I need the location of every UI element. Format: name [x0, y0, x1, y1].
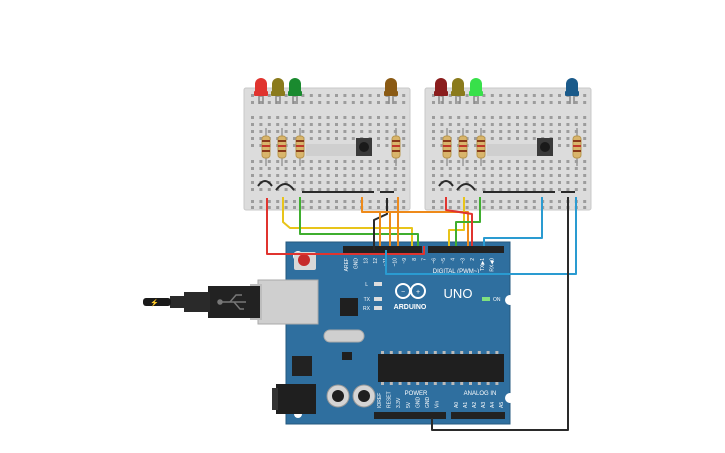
svg-text:−: − [401, 289, 405, 296]
red-wire [266, 198, 425, 255]
pin-label: GND [354, 258, 360, 270]
pin-label: 5V [406, 401, 412, 408]
brand-label: ARDUINO [394, 304, 427, 311]
atmega-chip [378, 354, 504, 382]
right-board-components [438, 128, 582, 193]
pin-label: TX▶1 [480, 258, 486, 271]
pin-label: A4 [490, 402, 496, 408]
chip-legs [381, 351, 499, 385]
pin-label: 4 [451, 258, 457, 261]
smd-component [342, 352, 352, 360]
led-label-rx: RX [363, 306, 371, 312]
led [435, 78, 447, 92]
on-led [482, 297, 490, 301]
blue-wire [385, 197, 577, 275]
red-wire [445, 197, 473, 246]
blue-wire [483, 197, 543, 246]
left-board-components [257, 128, 401, 193]
tx-led [374, 297, 382, 301]
black-wire [431, 197, 569, 431]
led-label-l: L [365, 282, 368, 288]
pin-label: Vin [435, 401, 441, 408]
analog-label: ANALOG IN [464, 391, 497, 397]
pin-label: ~5 [441, 258, 447, 264]
pin-label: 12 [373, 258, 379, 264]
pin-label: A5 [499, 402, 505, 408]
dc-power-jack[interactable] [272, 384, 316, 414]
pin-label: AREF [344, 258, 350, 271]
led [289, 78, 301, 92]
pin-label: ~10 [393, 258, 399, 267]
l-led [374, 282, 382, 286]
green-wire [455, 197, 481, 246]
crystal-oscillator [323, 329, 365, 343]
arduino-logo: − + [395, 283, 426, 299]
pin-label: RX◀0 [490, 258, 496, 272]
led [452, 78, 464, 92]
wires [266, 197, 577, 431]
digital-header-right [428, 246, 504, 253]
jumper-links [438, 180, 575, 193]
analog-header [451, 412, 505, 419]
pin-label: ~6 [431, 258, 437, 264]
on-label: ON [493, 297, 501, 303]
green-wire [299, 197, 419, 246]
pin-label: ~9 [402, 258, 408, 264]
usb-icon [217, 294, 246, 310]
pin-label: 2 [470, 258, 476, 261]
orange-wire [379, 211, 469, 246]
pin-label: A3 [481, 402, 487, 408]
digital-header-left [343, 246, 422, 253]
pin-label: 7 [422, 258, 428, 261]
pin-label: 8 [412, 258, 418, 261]
led [272, 78, 284, 92]
pin-label: A2 [472, 402, 478, 408]
pin-label: GND [425, 397, 431, 409]
usb-port[interactable] [250, 279, 319, 325]
led [385, 78, 397, 92]
mounting-hole [505, 295, 515, 305]
right-board-leds [434, 78, 579, 104]
pin-label: ~3 [460, 258, 466, 264]
pin-label: IOREF [377, 393, 383, 408]
usb-cable[interactable]: ⚡ [143, 286, 260, 318]
svg-text:+: + [416, 289, 420, 296]
orange-wire [361, 197, 391, 246]
center-channel [487, 144, 543, 156]
pin-label: GND [415, 397, 421, 409]
pin-label: A1 [463, 402, 469, 408]
led [566, 78, 578, 92]
rx-led [374, 306, 382, 310]
pin-label: 13 [363, 258, 369, 264]
reset-button[interactable] [298, 254, 310, 266]
led [255, 78, 267, 92]
bolt-icon: ⚡ [150, 298, 159, 307]
pin-label: 3.3V [396, 397, 402, 408]
voltage-regulator [292, 356, 312, 376]
center-channel [306, 144, 362, 156]
pin-label: A0 [454, 402, 460, 408]
power-label: POWER [405, 391, 428, 397]
pin-label: RESET [387, 391, 393, 408]
led [470, 78, 482, 92]
usb-chip [340, 298, 358, 316]
mounting-hole [505, 393, 515, 403]
jumper-links [257, 180, 394, 193]
left-board-leds [254, 78, 398, 104]
digital-label: DIGITAL (PWM~) [433, 269, 480, 275]
power-header [374, 412, 446, 419]
led-label-tx: TX [364, 297, 371, 303]
model-label: UNO [444, 286, 473, 301]
